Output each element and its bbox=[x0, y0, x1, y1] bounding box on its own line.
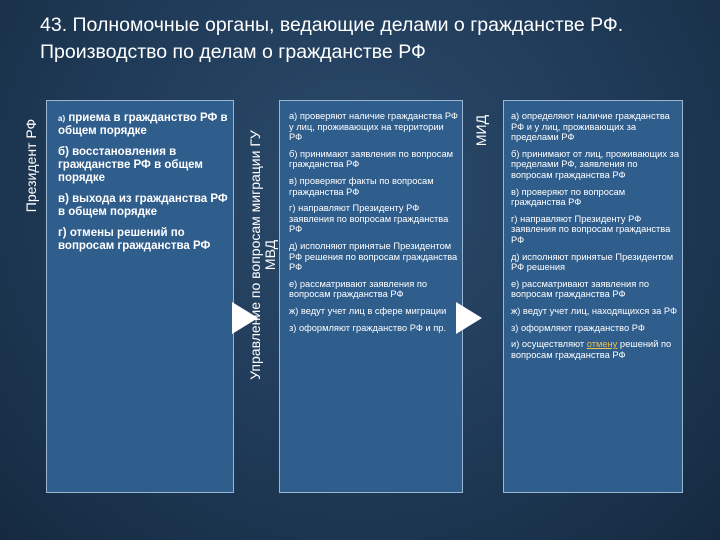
gu-mvd-label-text: Управление по вопросам миграции ГУ МВД bbox=[247, 130, 278, 380]
gu-mvd-label-line2: МВД bbox=[262, 239, 278, 271]
mid-powers-list: а) определяют наличие гражданства РФ и у… bbox=[511, 111, 681, 366]
gu-mvd-label-line1: Управление по вопросам миграции ГУ bbox=[247, 130, 263, 380]
mid-label-text: МИД bbox=[473, 114, 490, 146]
president-label: Президент РФ bbox=[22, 100, 42, 230]
list-item: а) проверяют наличие гражданства РФ у ли… bbox=[289, 111, 458, 143]
president-label-text: Президент РФ bbox=[23, 118, 40, 212]
mid-box bbox=[503, 100, 683, 493]
annulment-link[interactable]: отмену bbox=[586, 339, 618, 350]
list-item: е) рассматривают заявления по вопросам г… bbox=[511, 278, 650, 300]
gu-mvd-label: Управление по вопросам миграции ГУ МВД bbox=[246, 88, 280, 422]
list-item: а) определяют наличие гражданства РФ и у… bbox=[511, 111, 670, 143]
page-title: 43. Полномочные органы, ведающие делами … bbox=[40, 14, 624, 63]
president-power-v: в) выхода из гражданства РФ в общем поря… bbox=[58, 193, 228, 218]
mid-label: МИД bbox=[472, 100, 492, 160]
president-box bbox=[46, 100, 234, 493]
president-power-a-prefix: а) bbox=[58, 114, 66, 123]
arrow-right-icon bbox=[232, 302, 258, 334]
list-item: б) принимают заявления по вопросам гражд… bbox=[289, 148, 454, 170]
list-item: б) принимают от лиц, проживающих за пред… bbox=[511, 148, 679, 180]
annulment-suffix: решений по вопросам гражданства РФ bbox=[511, 339, 672, 360]
list-item-annulment: и) осуществляют отмену решений по вопрос… bbox=[511, 339, 681, 360]
gu-mvd-box bbox=[279, 100, 463, 493]
list-item: д) исполняют принятые Президентом РФ реш… bbox=[289, 240, 458, 273]
president-power-a: а) приема в гражданство РФ в общем поряд… bbox=[58, 112, 230, 138]
list-item: г) направляют Президенту РФ заявления по… bbox=[511, 213, 671, 245]
president-powers-list: а) приема в гражданство РФ в общем поряд… bbox=[58, 112, 230, 261]
list-item: в) проверяют по вопросам гражданства РФ bbox=[511, 186, 626, 208]
arrow-right-icon bbox=[456, 302, 482, 334]
president-power-b: б) восстановления в гражданстве РФ в общ… bbox=[58, 146, 203, 184]
list-item: г) направляют Президенту РФ заявления по… bbox=[289, 203, 449, 235]
annulment-prefix: и) осуществляют bbox=[511, 339, 587, 350]
list-item: ж) ведут учет лиц, находящихся за РФ bbox=[511, 305, 678, 316]
list-item: е) рассматривают заявления по вопросам г… bbox=[289, 278, 428, 300]
list-item: ж) ведут учет лиц в сфере миграции bbox=[289, 305, 447, 316]
list-item: в) проверяют факты по вопросам гражданст… bbox=[289, 175, 434, 197]
president-power-g: г) отмены решений по вопросам гражданств… bbox=[58, 227, 211, 252]
list-item: д) исполняют принятые Президентом РФ реш… bbox=[511, 251, 674, 273]
president-power-a-text: приема в гражданство РФ в общем порядке bbox=[58, 112, 228, 137]
list-item: з) оформляют гражданство РФ bbox=[511, 322, 645, 333]
gu-mvd-powers-list: а) проверяют наличие гражданства РФ у ли… bbox=[289, 111, 459, 339]
list-item: з) оформляют гражданство РФ и пр. bbox=[289, 322, 447, 333]
